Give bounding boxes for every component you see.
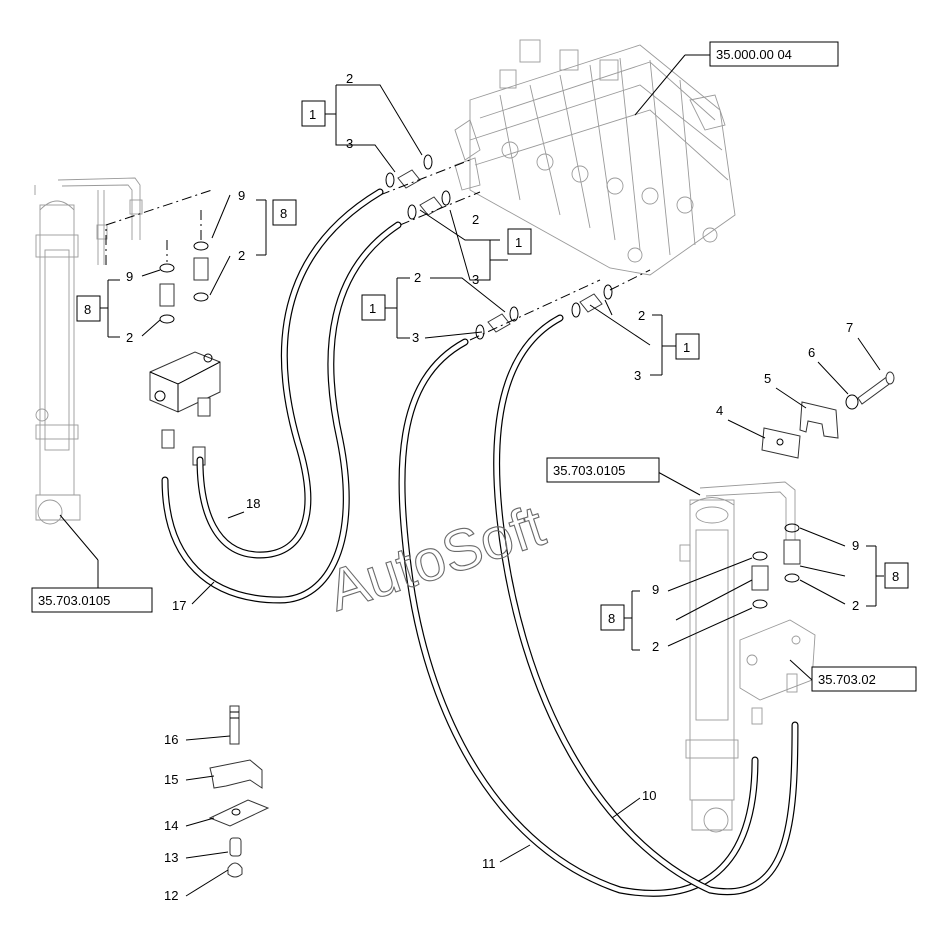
group-boxes: 1 1 1 1 8 8 8 8 [76,100,909,631]
valve-fittings [379,154,651,341]
right-fittings [751,523,801,609]
callout: 16 [164,732,178,747]
callout: 9 [852,538,859,553]
group-label: 8 [280,206,287,221]
callout: 13 [164,850,178,865]
callout: 18 [246,496,260,511]
group-label: 8 [84,302,91,317]
ref-cylinder-left: 35.703.0105 [38,593,110,608]
ref-block-right: 35.703.02 [818,672,876,687]
clamp-parts-right [761,371,895,459]
callout: 3 [472,272,479,287]
part-numbers: 2 3 2 3 2 3 2 3 9 2 9 2 9 2 9 2 4 5 6 7 … [126,71,859,903]
ref-valve: 35.000.00 04 [716,47,792,62]
callout: 3 [346,136,353,151]
ref-cylinder-right: 35.703.0105 [553,463,625,478]
callout: 2 [652,639,659,654]
callout: 2 [638,308,645,323]
callout: 10 [642,788,656,803]
group-label: 8 [608,611,615,626]
group-label: 8 [892,569,899,584]
callout: 9 [126,269,133,284]
right-cylinder-drawing [679,481,816,833]
callout: 9 [652,582,659,597]
callout: 14 [164,818,178,833]
clamp-parts-left [208,705,270,878]
callout: 5 [764,371,771,386]
group-label: 1 [515,235,522,250]
hoses [161,188,799,897]
callout: 2 [238,248,245,263]
callout: 9 [238,188,245,203]
callout: 2 [126,330,133,345]
group-label: 1 [309,107,316,122]
group-label: 1 [683,340,690,355]
group-label: 1 [369,301,376,316]
callout: 11 [482,856,496,871]
callout: 17 [172,598,186,613]
callout: 7 [846,320,853,335]
leader-lines [59,54,884,897]
reference-boxes: 35.000.00 04 35.703.0105 35.703.0105 35.… [31,41,917,692]
callout: 4 [716,403,723,418]
left-cylinder-drawing [34,177,143,525]
callout: 3 [412,330,419,345]
callout: 2 [346,71,353,86]
control-valve-drawing [454,39,736,276]
callout: 2 [472,212,479,227]
callout: 3 [634,368,641,383]
callout: 2 [852,598,859,613]
callout: 2 [414,270,421,285]
callout: 15 [164,772,178,787]
left-block-assembly [105,189,221,466]
callout: 6 [808,345,815,360]
callout: 12 [164,888,178,903]
